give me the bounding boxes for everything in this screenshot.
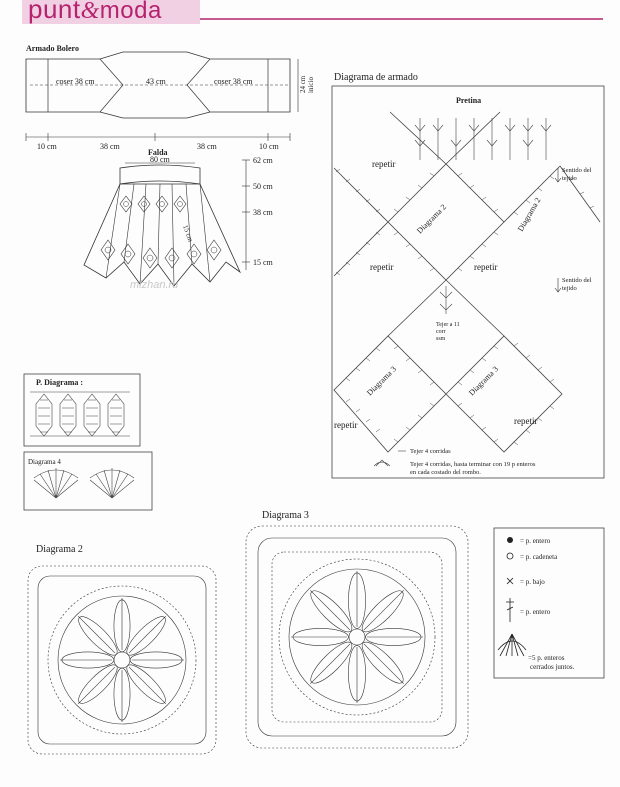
motif-petal: [361, 590, 404, 633]
bolero-sew-left: coser 38 cm: [56, 77, 95, 86]
bolero-width-2: 38 cm: [100, 142, 121, 151]
legend-cluster-line2: cerrados juntos.: [530, 663, 575, 671]
sentido-1-line2: tejido: [562, 175, 577, 182]
legend-cluster-line1: =5 p. enteros: [528, 654, 565, 662]
assembly-title: Diagrama de armado: [334, 72, 418, 83]
motif-petal: [310, 590, 353, 633]
logo-background: [22, 0, 200, 24]
diagram-3-chart: [245, 525, 469, 749]
motif-petal: [78, 664, 118, 704]
bolero-sew-right: coser 38 cm: [214, 77, 253, 86]
legend-item-4: = p. entero: [520, 608, 551, 616]
bolero-width-1: 10 cm: [37, 142, 58, 151]
repetir-1: repetir: [372, 159, 395, 169]
legend-cluster-symbol: [497, 633, 527, 657]
bolero-schematic: Armado Bolero coser 38 cm 43 cm coser 38…: [25, 44, 315, 151]
sentido-1-line1: Sentido del: [562, 167, 592, 174]
motif-petal: [126, 664, 166, 704]
motif-petal: [292, 628, 349, 646]
motif-petal: [113, 599, 131, 653]
legend-dot-symbol: [507, 537, 513, 543]
diagrama2-label-2: Diagrama 2: [516, 196, 543, 233]
legend-cross-symbol: [506, 577, 514, 585]
skirt-diagonal: 15 cm: [181, 224, 195, 244]
motif-stitch-line: [310, 643, 351, 684]
bolero-title: Armado Bolero: [26, 44, 79, 53]
bolero-center-width: 43 cm: [146, 77, 167, 86]
diagram-3-title: Diagrama 3: [262, 510, 309, 521]
motif-stitch-line: [363, 643, 404, 684]
p-diagram-title: P. Diagrama :: [36, 378, 83, 387]
motif-stitch-line: [128, 615, 167, 654]
assembly-diagram: Diagrama de armado Pretina: [331, 72, 605, 479]
skirt-level-3: 38 cm: [253, 208, 274, 217]
diagrama2-label-1: Diagrama 2: [415, 203, 448, 236]
skirt-level-4: 15 cm: [253, 258, 274, 267]
watermark: mizhan.ru: [130, 279, 178, 291]
diagrama3-label-2: Diagrama 3: [467, 365, 500, 398]
motif-petal: [61, 651, 115, 669]
repetir-2: repetir: [370, 262, 393, 272]
stitch-legend: = p. entero = p. cadeneta = p. bajo = p.…: [493, 527, 605, 679]
motif-petal: [365, 628, 422, 646]
legend-post-symbol: [506, 598, 514, 622]
motif-stitch-line: [77, 666, 116, 705]
motif-petal: [78, 616, 118, 656]
diagram-2-chart: [27, 565, 217, 755]
skirt-waist: 80 cm: [150, 155, 171, 164]
repetir-4: repetir: [334, 420, 357, 430]
motif-petal: [126, 616, 166, 656]
tejer11-line3: ssm: [436, 336, 446, 342]
skirt-schematic: Falda 80 cm 15 cm 62 cm 50 cm 38 cm 15 c…: [83, 148, 274, 291]
tejer4-note: Tejer 4 corridas: [410, 448, 451, 455]
legend-item-3: = p. bajo: [520, 578, 545, 586]
skirt-level-2: 50 cm: [253, 182, 274, 191]
legend-circle-symbol: [506, 552, 514, 560]
motif-petal: [348, 645, 366, 702]
sentido-2-line1: Sentido del: [562, 277, 592, 284]
diagram-4-box: Diagrama 4: [23, 451, 153, 511]
tejer11-line2: corr: [436, 329, 446, 335]
bolero-width-4: 10 cm: [259, 142, 280, 151]
motif-petal: [348, 572, 366, 629]
motif-petal: [310, 641, 353, 684]
p-diagram-box: P. Diagrama :: [23, 373, 141, 447]
repetir-5: repetir: [514, 416, 537, 426]
motif-petal: [361, 641, 404, 684]
tejer11-line1: Tejer a 11: [436, 322, 460, 328]
motif-stitch-line: [128, 666, 167, 705]
skirt-title: Falda: [148, 148, 168, 157]
motif-stitch-line: [363, 590, 404, 631]
legend-item-1: = p. entero: [520, 537, 551, 545]
motif-stitch-line: [77, 615, 116, 654]
tejer4b-line2: en cada costado del rombo.: [410, 469, 481, 476]
bolero-width-3: 38 cm: [197, 142, 218, 151]
motif-petal: [113, 667, 131, 721]
diagram-2-title: Diagrama 2: [36, 544, 83, 555]
diagram-4-title: Diagrama 4: [28, 458, 61, 466]
motif-stitch-line: [310, 590, 351, 631]
diagrama3-label-1: Diagrama 3: [365, 365, 398, 398]
tejer4b-line1: Tejer 4 corridas, hasta terminar con 19 …: [410, 461, 536, 468]
brand-logo: punt&moda: [28, 0, 162, 24]
bolero-height-note: inicio: [307, 77, 315, 93]
bolero-height: 24 cm: [299, 75, 307, 93]
legend-item-2: = p. cadeneta: [520, 553, 558, 561]
repetir-3: repetir: [474, 262, 497, 272]
skirt-level-1: 62 cm: [253, 156, 274, 165]
motif-petal: [129, 651, 183, 669]
pretina-label: Pretina: [456, 96, 481, 105]
sentido-2-line2: tejido: [562, 285, 577, 292]
